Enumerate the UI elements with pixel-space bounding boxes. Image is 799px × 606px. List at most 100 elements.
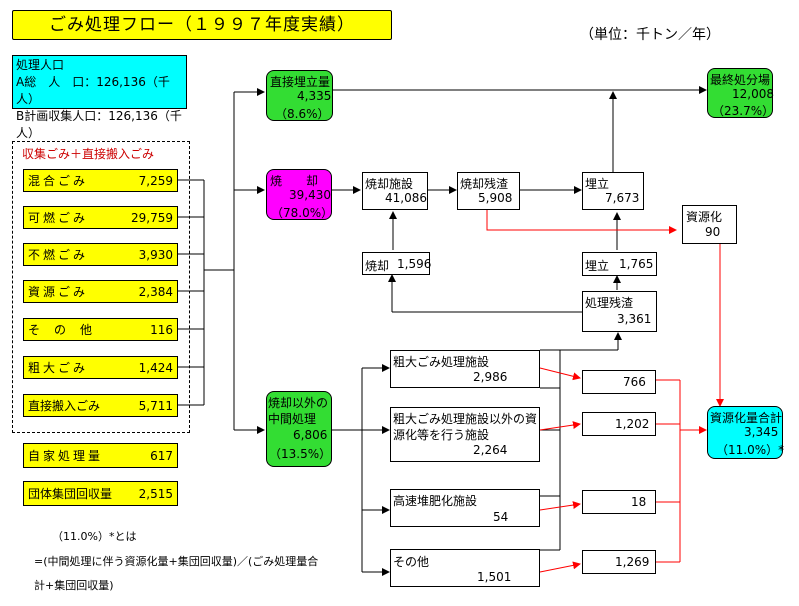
node-value: 2,986 [473,370,508,384]
note-line-3: 計+集団回収量) [34,579,114,592]
node-value: 39,430 [289,188,331,202]
unit-label: （単位：千トン／年） [580,27,720,43]
node-value: 6,806 [293,428,328,442]
node-label: 焼却以外の [268,396,329,410]
population-header: 処理人口 [16,58,65,72]
node-label: 焼却残渣 [460,177,509,191]
note-line-2: =(中間処理に伴う資源化量+集団回収量)／(ごみ処理量合 [34,555,319,568]
landfill-node-2: 埋立 1,765 [582,252,657,276]
node-value: 3,345 [744,425,779,439]
node-percent: （78.0%） [271,206,334,220]
waste-resource: 資源ごみ 2,384 [23,280,178,303]
waste-label: 可燃ごみ [28,211,89,225]
node-label: 処理残渣 [585,296,634,310]
resource-facility-node: 粗大ごみ処理施設以外の資 源化等を行う施設 2,264 [390,407,540,462]
bulky-facility-node: 粗大ごみ処理施設 2,986 [390,350,540,388]
node-label: 埋立 [585,177,610,191]
node-label: 焼 却 [270,174,319,188]
node-value: 4,335 [297,89,332,103]
waste-value: 5,711 [138,399,173,413]
node-label: 中間処理 [268,412,317,426]
node-label: 直接埋立量 [270,75,331,89]
waste-label: 粗大ごみ [28,361,89,375]
waste-value: 1,424 [138,361,173,375]
group-collection-label: 団体集団回収量 [28,487,113,501]
waste-value: 29,759 [131,211,173,225]
waste-other: その他 116 [23,318,178,341]
node-label: 高速堆肥化施設 [393,494,478,508]
incineration-node: 焼 却 39,430 （78.0%） [266,169,334,220]
node-label: 源化等を行う施設 [393,428,490,442]
population-box: 処理人口 A総 人 口：126,136（千人） B計画収集人口：126,136（… [12,55,187,140]
node-value: 1,596 [397,257,432,271]
node-percent: （11.0%）* [716,443,785,457]
node-value: 1,501 [477,570,512,584]
self-treatment-value: 617 [150,449,173,463]
group-collection-box: 団体集団回収量 2,515 [23,481,178,506]
waste-label: 直接搬入ごみ [28,399,101,413]
node-value: 12,008 [732,87,774,101]
node-percent: （23.7%） [712,104,775,118]
page-title: ごみ処理フロー（１９９７年度実績） [12,10,392,40]
incineration-residue-node: 焼却残渣 5,908 [457,172,520,210]
node-value: 2,264 [473,443,508,457]
waste-direct: 直接搬入ごみ 5,711 [23,394,178,417]
direct-landfill-node: 直接埋立量 4,335 （8.6%） [266,70,333,121]
compost-facility-node: 高速堆肥化施設 54 [390,489,540,527]
node-value: 1,765 [619,257,654,271]
node-value: 5,908 [478,191,513,205]
node-percent: （8.6%） [275,107,330,121]
node-label: 焼却 [365,259,390,273]
node-value: 54 [493,510,509,524]
group-collection-value: 2,515 [138,487,173,501]
node-label: 資源化 [686,210,723,224]
recycle-box-bulky: 766 [582,370,656,394]
waste-noncombustible: 不燃ごみ 3,930 [23,243,178,266]
waste-label: 不燃ごみ [28,248,89,262]
node-label: 資源化量合計 [710,411,783,425]
waste-mixed: 混合ごみ 7,259 [23,169,178,192]
other-facility-node: その他 1,501 [390,549,540,587]
waste-label: その他 [28,323,107,337]
node-percent: （13.5%） [269,447,332,461]
recycle-box-resource: 1,202 [582,412,656,436]
waste-label: 混合ごみ [28,174,89,188]
intermediate-node: 焼却以外の 中間処理 6,806 （13.5%） [266,391,332,467]
node-value: 90 [705,225,721,239]
node-value: 766 [623,375,646,389]
waste-value: 3,930 [138,248,173,262]
recycle-box-other: 1,269 [582,550,656,574]
collected-waste-label: 収集ごみ＋直接搬入ごみ [22,147,155,161]
node-label: 埋立 [585,259,610,273]
population-total: A総 人 口：126,136（千人） [16,75,170,106]
self-treatment-label: 自家処理量 [28,449,104,463]
incineration-facility-node: 焼却施設 41,086 [362,172,428,210]
recycle-node: 資源化 90 [682,205,737,244]
node-value: 41,086 [385,191,427,205]
node-value: 1,202 [615,417,650,431]
node-label: その他 [393,555,430,569]
final-disposal-node: 最終処分場 12,008 （23.7%） [707,68,775,118]
waste-value: 2,384 [138,285,173,299]
node-label: 粗大ごみ処理施設 [393,355,490,369]
waste-bulky: 粗大ごみ 1,424 [23,356,178,379]
node-value: 1,269 [615,555,650,569]
waste-combustible: 可燃ごみ 29,759 [23,206,178,229]
note-line-1: （11.0%）*とは [52,530,137,543]
node-value: 7,673 [605,191,640,205]
collected-waste-group [12,141,190,433]
self-treatment-box: 自家処理量 617 [23,443,178,468]
recycle-total-node: 資源化量合計 3,345 （11.0%）* [707,406,785,459]
incineration-back-node: 焼却 1,596 [362,252,432,275]
process-residue-node: 処理残渣 3,361 [582,291,657,332]
waste-value: 116 [150,323,173,337]
landfill-node-1: 埋立 7,673 [582,172,644,210]
node-label: 粗大ごみ処理施設以外の資 [393,412,538,426]
waste-label: 資源ごみ [28,285,89,299]
node-value: 3,361 [617,312,652,326]
node-value: 18 [631,495,647,509]
waste-value: 7,259 [138,174,173,188]
node-label: 焼却施設 [365,177,414,191]
recycle-box-compost: 18 [582,490,656,514]
